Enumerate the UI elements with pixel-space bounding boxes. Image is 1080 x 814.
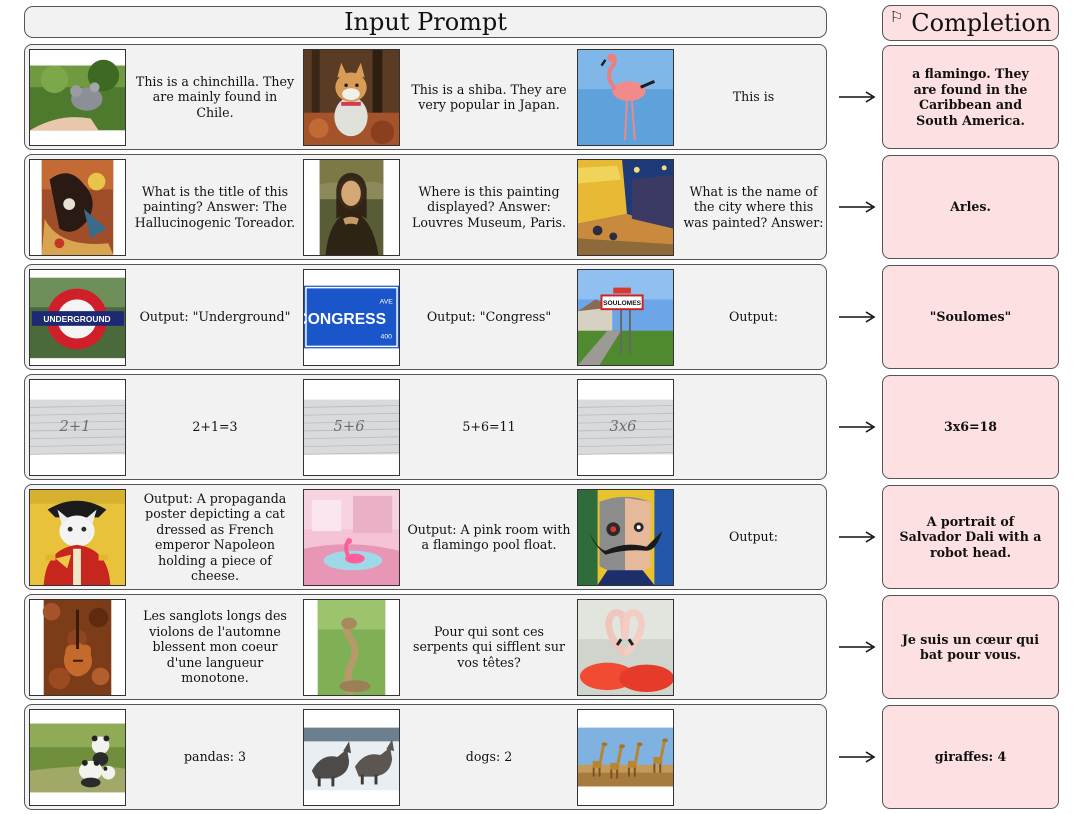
prompt-caption: What is the title of this painting? Answ…	[134, 183, 296, 230]
prompt-caption: Output: A pink room with a flamingo pool…	[407, 521, 571, 553]
svg-text:400: 400	[381, 334, 393, 341]
pink-room-flamingo-image	[303, 489, 400, 586]
prompt-caption	[681, 375, 826, 479]
completion-box: Je suis un cœur qui bat pour vous.	[882, 595, 1059, 699]
svg-text:5+6: 5+6	[334, 418, 365, 435]
shiba-photo-image	[303, 49, 400, 146]
congress-street-sign-image: CONGRESS AVE 400	[303, 269, 400, 366]
flamingo-icon: ⚐	[889, 8, 904, 26]
flamingos-heart-image	[577, 599, 674, 696]
dali-toreador-painting-image	[29, 159, 126, 256]
prompt-caption: Output: A propaganda poster depicting a …	[143, 490, 287, 584]
prompt-row: pandas: 3 dogs: 2	[24, 704, 827, 810]
handwritten-2+1-image: 2+1	[29, 379, 126, 476]
napoleon-cat-poster-image	[29, 489, 126, 586]
completion-header: ⚐ Completion	[882, 5, 1059, 41]
prompt-caption: pandas: 3	[184, 749, 246, 765]
completion-box: A portrait of Salvador Dali with a robot…	[882, 485, 1059, 589]
completion-title: Completion	[911, 9, 1052, 37]
input-prompt-header: Input Prompt	[24, 6, 827, 38]
handwritten-3x6-image: 3x6	[577, 379, 674, 476]
arrow-right-icon	[839, 311, 876, 323]
arrow-right-icon	[839, 91, 876, 103]
violin-leaves-image	[29, 599, 126, 696]
cobra-snake-image	[303, 599, 400, 696]
arrow-right-icon	[839, 531, 876, 543]
prompt-caption: 2+1=3	[192, 419, 238, 435]
prompt-row: This is a chinchilla. They are mainly fo…	[24, 44, 827, 150]
soulomes-sign-image: SOULOMES	[577, 269, 674, 366]
arrow-right-icon	[839, 751, 876, 763]
completion-box: 3x6=18	[882, 375, 1059, 479]
underground-sign-image: UNDERGROUND	[29, 269, 126, 366]
chinchilla-photo-image	[29, 49, 126, 146]
prompt-caption: This is	[732, 89, 775, 105]
congress-sign-text: CONGRESS	[304, 311, 386, 328]
svg-text:3x6: 3x6	[610, 418, 637, 435]
pandas-photo-image	[29, 709, 126, 806]
prompt-caption: This is a shiba. They are very popular i…	[411, 81, 567, 113]
prompt-caption: 5+6=11	[462, 419, 516, 435]
mona-lisa-painting-image	[303, 159, 400, 256]
completion-box: giraffes: 4	[882, 705, 1059, 809]
cafe-terrace-painting-image	[577, 159, 674, 256]
prompt-caption: Output:	[729, 529, 778, 545]
input-prompt-title: Input Prompt	[344, 8, 507, 36]
prompt-caption: dogs: 2	[465, 749, 513, 765]
completion-box: Arles.	[882, 155, 1059, 259]
completion-box: a flamingo. They are found in the Caribb…	[882, 45, 1059, 149]
prompt-caption: Where is this painting displayed? Answer…	[411, 183, 567, 230]
prompt-caption: Output: "Congress"	[426, 309, 552, 325]
prompt-caption: This is a chinchilla. They are mainly fo…	[135, 73, 295, 120]
handwritten-5+6-image: 5+6	[303, 379, 400, 476]
prompt-row: What is the title of this painting? Answ…	[24, 154, 827, 260]
prompt-caption	[681, 595, 826, 699]
dali-robot-portrait-image	[577, 489, 674, 586]
soulomes-sign-text: SOULOMES	[603, 300, 642, 307]
svg-text:AVE: AVE	[380, 298, 394, 305]
prompt-caption: Les sanglots longs des violons de l'auto…	[143, 608, 287, 686]
prompt-row: Les sanglots longs des violons de l'auto…	[24, 594, 827, 700]
prompt-caption: Pour qui sont ces serpents qui sifflent …	[413, 623, 565, 670]
prompt-caption: What is the name of the city where this …	[683, 183, 824, 230]
prompt-caption: Output:	[729, 309, 778, 325]
completion-box: "Soulomes"	[882, 265, 1059, 369]
prompt-row: 2+1 2+1=3 5+6 5+6=11 3x6	[24, 374, 827, 480]
arrow-right-icon	[839, 421, 876, 433]
prompt-row: Output: A propaganda poster depicting a …	[24, 484, 827, 590]
prompt-caption: Output: "Underground"	[139, 309, 291, 325]
prompt-caption	[681, 705, 826, 809]
giraffes-photo-image	[577, 709, 674, 806]
flamingo-photo-image	[577, 49, 674, 146]
underground-sign-text: UNDERGROUND	[43, 314, 110, 324]
prompt-row: UNDERGROUND Output: "Underground" CONGRES…	[24, 264, 827, 370]
svg-text:2+1: 2+1	[59, 418, 91, 435]
arrow-right-icon	[839, 641, 876, 653]
arrow-right-icon	[839, 201, 876, 213]
dogs-photo-image	[303, 709, 400, 806]
